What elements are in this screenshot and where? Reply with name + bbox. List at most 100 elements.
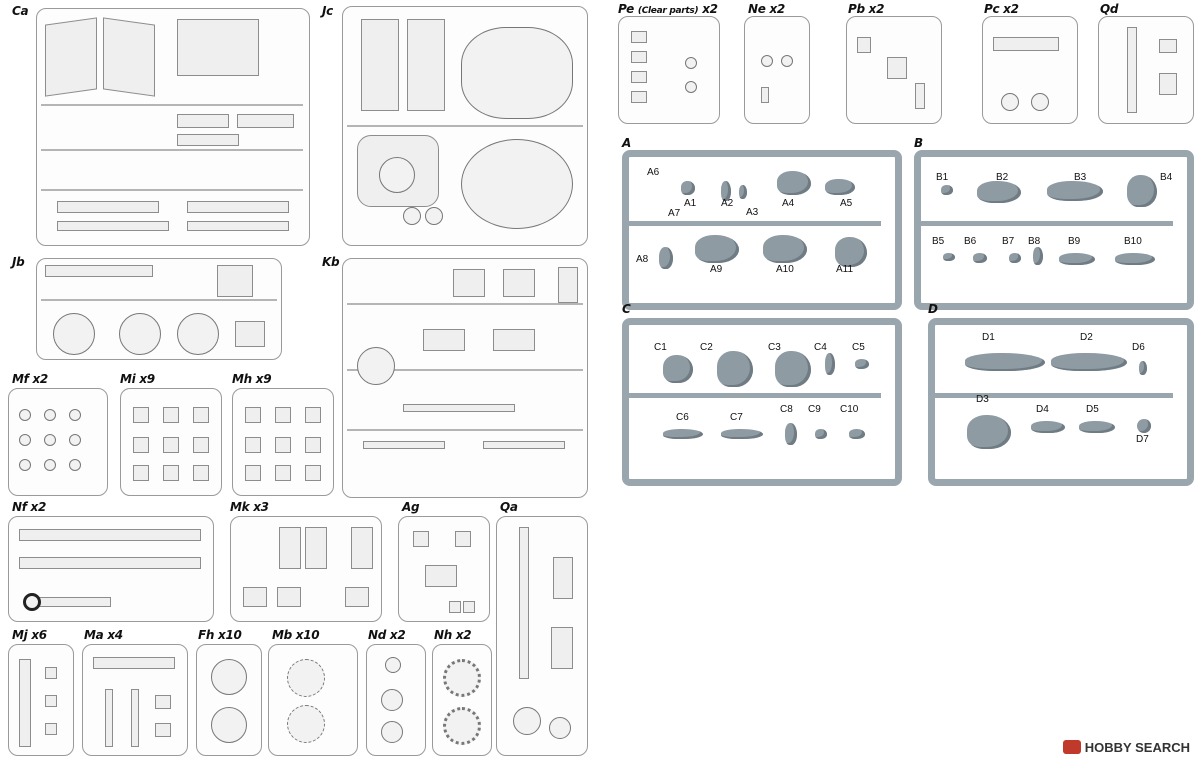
part <box>361 19 399 111</box>
sprue-label-nf: Nf x2 <box>12 500 47 514</box>
figure-part <box>855 359 869 369</box>
figure-part <box>659 247 673 269</box>
figure-label-c10: C10 <box>840 404 859 415</box>
part <box>245 437 261 453</box>
part <box>193 437 209 453</box>
part <box>381 721 403 743</box>
figure-part <box>1033 247 1043 265</box>
part <box>1159 39 1177 53</box>
part <box>443 659 481 697</box>
sprue-label-a: A <box>622 136 631 150</box>
part <box>761 55 773 67</box>
part <box>287 659 325 697</box>
part <box>503 269 535 297</box>
figure-label-c5: C5 <box>852 342 865 353</box>
sprue-pb <box>846 16 942 124</box>
part <box>463 601 475 613</box>
part <box>187 221 289 231</box>
part <box>685 81 697 93</box>
figure-label-c9: C9 <box>808 404 821 415</box>
part <box>287 705 325 743</box>
part <box>131 689 139 747</box>
sprue-label-mf: Mf x2 <box>12 372 48 386</box>
part <box>217 265 253 297</box>
part <box>133 437 149 453</box>
sprue-nd <box>366 644 426 756</box>
part <box>39 597 111 607</box>
sprue-ma <box>82 644 188 756</box>
part <box>558 267 578 303</box>
figure-part <box>825 353 835 375</box>
part <box>461 27 573 119</box>
figure-label-b4: B4 <box>1160 172 1173 183</box>
runner <box>921 221 1173 226</box>
sprue-label-qd: Qd <box>1100 2 1119 16</box>
figure-label-c7: C7 <box>730 412 743 423</box>
part <box>177 19 259 76</box>
figure-part <box>1059 253 1095 265</box>
figure-part <box>849 429 865 439</box>
figure-label-c4: C4 <box>814 342 827 353</box>
sprue-label-kb: Kb <box>322 255 340 269</box>
figure-part <box>825 179 855 195</box>
part <box>363 441 445 449</box>
part <box>193 465 209 481</box>
part <box>403 404 515 412</box>
sprue-ca <box>36 8 310 246</box>
sprue-mf <box>8 388 108 496</box>
part <box>1001 93 1019 111</box>
part <box>413 531 429 547</box>
part <box>761 87 769 103</box>
pe-note: (Clear parts) <box>637 6 699 16</box>
figure-part <box>1079 421 1115 433</box>
figure-part <box>943 253 955 261</box>
figure-part <box>763 235 807 263</box>
runner <box>347 369 583 371</box>
figure-label-a10: A10 <box>776 264 794 275</box>
part <box>155 723 171 737</box>
watermark-text: HOBBY SEARCH <box>1084 740 1190 755</box>
part <box>631 71 647 83</box>
figure-part <box>695 235 739 263</box>
part <box>275 465 291 481</box>
part <box>279 527 301 569</box>
figure-label-d6: D6 <box>1132 342 1145 353</box>
figure-label-b10: B10 <box>1124 236 1142 247</box>
part <box>193 407 209 423</box>
part <box>425 565 457 587</box>
runner <box>41 189 303 191</box>
part <box>551 627 573 669</box>
figure-label-b6: B6 <box>964 236 977 247</box>
part <box>177 313 219 355</box>
figure-label-a6: A6 <box>647 167 660 178</box>
figure-label-b8: B8 <box>1028 236 1041 247</box>
part <box>483 441 565 449</box>
sprue-qa <box>496 516 588 756</box>
part <box>57 221 169 231</box>
figure-label-d7: D7 <box>1136 434 1149 445</box>
sprue-label-ca: Ca <box>12 4 29 18</box>
part <box>423 329 465 351</box>
sprue-mk <box>230 516 382 622</box>
part <box>133 407 149 423</box>
figure-part <box>739 185 747 199</box>
figure-part <box>1047 181 1103 201</box>
figure-label-a5: A5 <box>840 198 853 209</box>
part <box>187 201 289 213</box>
part <box>69 434 81 446</box>
part <box>305 465 321 481</box>
figure-label-a8: A8 <box>636 254 649 265</box>
sprue-mi <box>120 388 222 496</box>
part <box>45 265 153 277</box>
sprue-label-ma: Ma x4 <box>84 628 123 642</box>
figure-label-a7: A7 <box>668 208 681 219</box>
figure-part <box>777 171 811 195</box>
figure-label-a9: A9 <box>710 264 723 275</box>
figure-part <box>977 181 1021 203</box>
part <box>351 527 373 569</box>
figure-part <box>1115 253 1155 265</box>
part <box>245 465 261 481</box>
runner <box>629 393 881 398</box>
sprue-mb <box>268 644 358 756</box>
figure-label-a11: A11 <box>836 264 854 275</box>
